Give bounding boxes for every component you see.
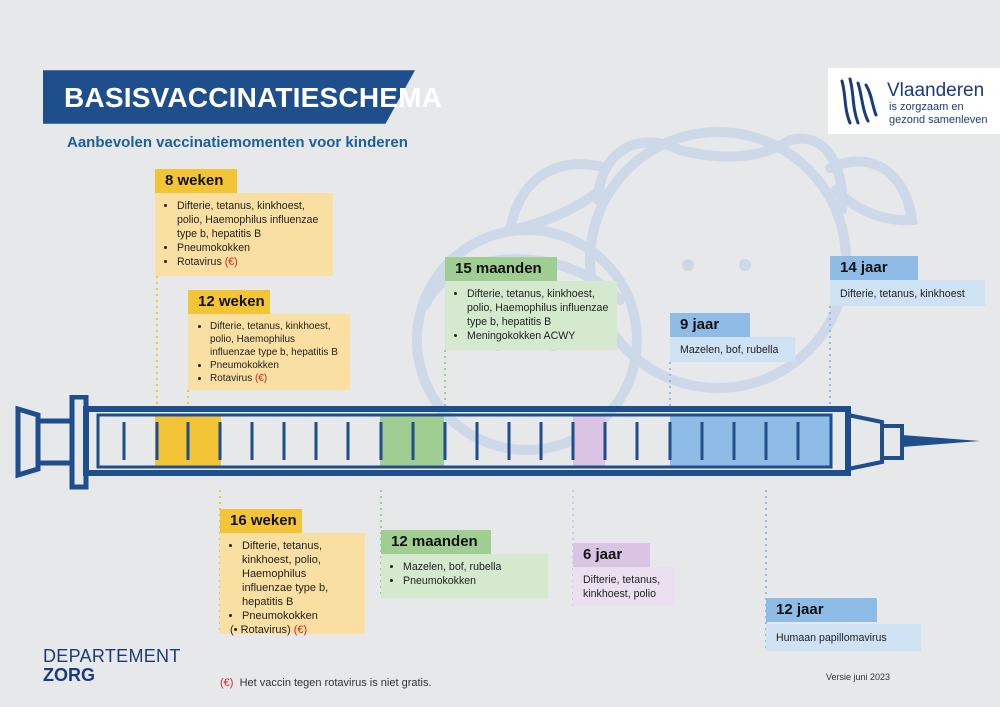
department-name-bold: ZORG <box>43 665 95 685</box>
vaccine-item: Mazelen, bof, rubella <box>403 560 540 574</box>
moment-label-15-maanden: 15 maanden <box>445 257 557 281</box>
logo-name: Vlaanderen <box>887 80 985 101</box>
page-subtitle: Aanbevolen vaccinatiemomenten voor kinde… <box>67 134 408 151</box>
moment-box-16-weken: Difterie, tetanus, kinkhoest, polio, Hae… <box>220 533 365 636</box>
moment-label-12-maanden: 12 maanden <box>381 530 491 554</box>
moment-box-12-jaar: Humaan papillomavirus <box>766 624 921 651</box>
vaccine-item: Difterie, tetanus, kinkhoest, polio, Hae… <box>177 199 325 241</box>
vaccine-item: Pneumokokken <box>210 359 342 372</box>
version-label: Versie juni 2023 <box>826 672 891 682</box>
euro-marker: (€) <box>255 373 268 384</box>
logo-tagline-2: gezond samenleven <box>889 114 988 126</box>
vaccine-item: Difterie, tetanus, kinkhoest, polio, Hae… <box>210 320 342 359</box>
euro-marker: (€) <box>293 624 308 636</box>
footnote: (€) Het vaccin tegen rotavirus is niet g… <box>220 677 432 689</box>
euro-marker: (€) <box>220 677 234 689</box>
moment-box-12-weken: Difterie, tetanus, kinkhoest, polio, Hae… <box>188 314 350 390</box>
moment-label-14-jaar: 14 jaar <box>830 256 918 280</box>
logo-tagline-1: is zorgzaam en <box>889 101 964 113</box>
moment-box-8-weken: Difterie, tetanus, kinkhoest, polio, Hae… <box>155 193 333 276</box>
vaccine-item: Pneumokokken <box>242 609 357 623</box>
moment-box-12-maanden: Mazelen, bof, rubella Pneumokokken <box>381 554 548 598</box>
moment-label-6-jaar: 6 jaar <box>573 543 650 567</box>
moment-box-9-jaar: Mazelen, bof, rubella <box>670 337 795 362</box>
department-name: DEPARTEMENT <box>43 646 181 666</box>
moment-label-12-weken: 12 weken <box>188 290 270 314</box>
moment-label-8-weken: 8 weken <box>155 169 237 193</box>
moment-box-6-jaar: Difterie, tetanus, kinkhoest, polio <box>573 567 675 606</box>
page-title: BASISVACCINATIESCHEMA <box>64 82 443 113</box>
vaccine-item: Difterie, tetanus, kinkhoest, polio, Hae… <box>242 539 357 609</box>
moment-box-15-maanden: Difterie, tetanus, kinkhoest, polio, Hae… <box>445 281 617 350</box>
vaccine-item: Pneumokokken <box>403 574 540 588</box>
moment-box-14-jaar: Difterie, tetanus, kinkhoest <box>830 280 985 306</box>
vaccine-item: Pneumokokken <box>177 241 325 255</box>
moment-label-9-jaar: 9 jaar <box>670 313 750 337</box>
euro-marker: (€) <box>224 256 238 268</box>
vaccine-item: Difterie, tetanus, kinkhoest, polio, Hae… <box>467 287 609 329</box>
vaccine-item: Meningokokken ACWY <box>467 329 609 343</box>
title-banner <box>43 70 415 124</box>
syringe-timeline <box>15 395 980 490</box>
vaccine-item: (• Rotavirus) (€) <box>230 624 308 636</box>
vaccine-item: Rotavirus (€) <box>177 255 325 269</box>
moment-label-12-jaar: 12 jaar <box>766 598 877 622</box>
vaccine-item: Rotavirus (€) <box>210 372 342 385</box>
moment-label-16-weken: 16 weken <box>220 509 302 533</box>
flemish-lion-icon <box>840 77 878 125</box>
